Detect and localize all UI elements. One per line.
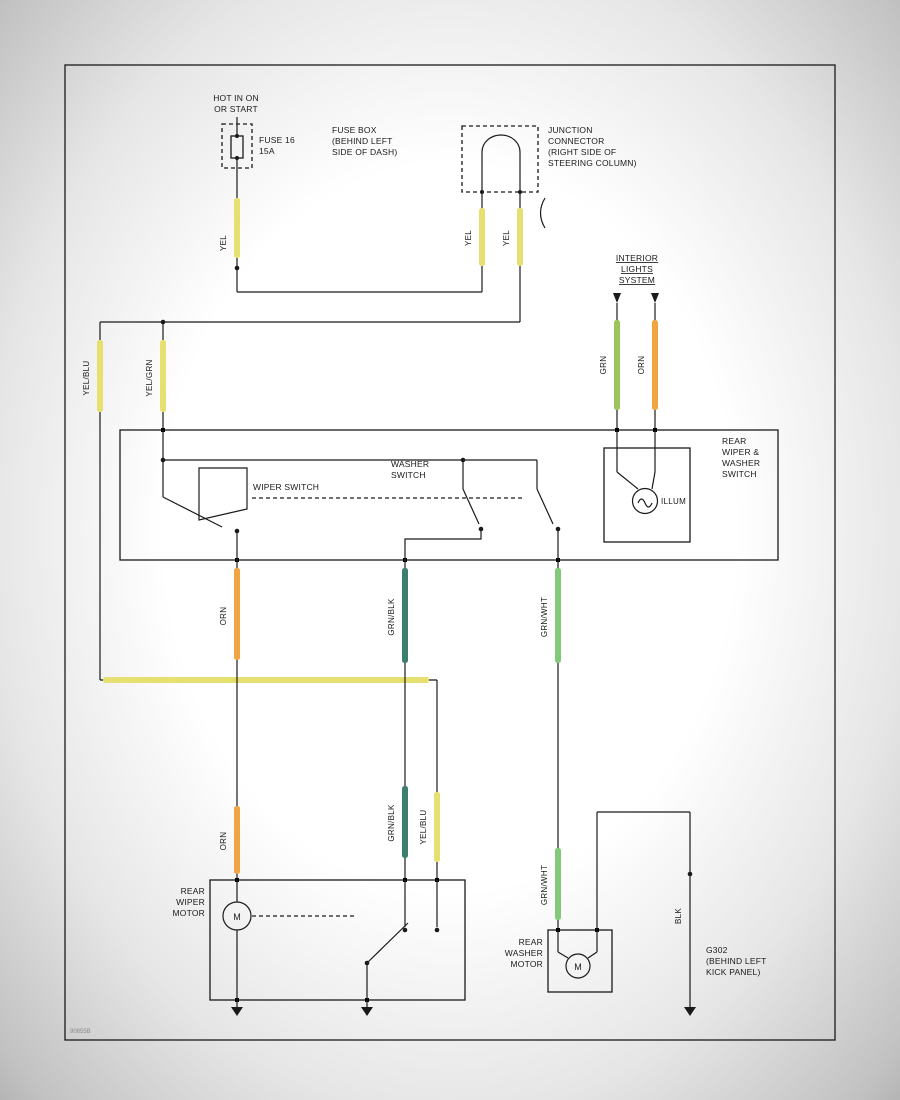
park-switch-arm	[366, 922, 409, 964]
junction-label-line2: CONNECTOR	[548, 136, 604, 146]
wire-seg-grnblk-1	[402, 568, 408, 663]
wiper-motor-label-line3: MOTOR	[173, 908, 205, 918]
washer-switch-label-line1: WASHER	[391, 459, 429, 469]
wire-seg-yelblu-trunk	[97, 340, 103, 412]
system-arrow-icon-left	[613, 293, 621, 303]
rear-switch-label-line4: SWITCH	[722, 469, 757, 479]
interior-lights-label-line2: LIGHTS	[621, 264, 653, 274]
wire-label-grn-illum: GRN	[599, 356, 608, 375]
washer-switch-arm-2	[536, 488, 554, 525]
washer-motor-icon	[565, 953, 591, 979]
wire-seg-yelgrn-switch	[160, 340, 166, 412]
wiper-switch-label: WIPER SWITCH	[253, 482, 319, 492]
illum-bulb-icon	[631, 487, 659, 515]
wire-label-yelblu-motor: YEL/BLU	[419, 809, 428, 844]
rear-wiper-motor: M REAR WIPER MOTOR	[173, 878, 466, 1016]
rear-switch-label-line2: WIPER &	[722, 447, 759, 457]
wire-seg-yel-junction-right	[517, 208, 523, 266]
ground-label-line1: G302	[706, 945, 728, 955]
ground-icon-wiper-2	[361, 1007, 373, 1016]
feed-distribution: YEL/BLU YEL/BLU YEL/GRN	[82, 319, 520, 880]
wire-seg-yelblu-motor	[434, 792, 440, 862]
junction-loop	[481, 134, 521, 153]
washer-motor-outline	[547, 929, 613, 993]
ground-icon-wiper-1	[231, 1007, 243, 1016]
interior-lights-label-line1: INTERIOR	[616, 253, 658, 263]
wire-label-grnwht-1: GRN/WHT	[540, 597, 549, 637]
wire-label-orn-1: ORN	[219, 607, 228, 626]
wiper-motor-label-line1: REAR	[181, 886, 205, 896]
washer-switch-label-line2: SWITCH	[391, 470, 426, 480]
junction-label-line1: JUNCTION	[548, 125, 593, 135]
ground-icon-g302	[684, 1007, 696, 1016]
hot-label-line1: HOT IN ON	[213, 93, 259, 103]
wire-label-yel-junction-left: YEL	[464, 230, 473, 246]
hot-label-line2: OR START	[214, 104, 258, 114]
washer-motor-label-line2: WASHER	[505, 948, 543, 958]
wiper-switch-arm	[162, 496, 223, 528]
illum-label: ILLUM	[661, 497, 686, 506]
wire-label-yelblu-trunk: YEL/BLU	[82, 360, 91, 395]
wire-label-grnblk-2: GRN/BLK	[387, 804, 396, 842]
wire-seg-grnwht-2	[555, 848, 561, 920]
junction-outline	[461, 125, 539, 193]
rear-switch-label-line3: WASHER	[722, 458, 760, 468]
wire-label-grnwht-2: GRN/WHT	[540, 865, 549, 905]
wire-seg-grn-illum	[614, 320, 620, 410]
junction-connector: JUNCTION CONNECTOR (RIGHT SIDE OF STEERI…	[461, 125, 637, 322]
wire-label-orn-2: ORN	[219, 832, 228, 851]
ground-path: BLK G302 (BEHIND LEFT KICK PANEL)	[596, 811, 767, 1016]
wire-label-orn-illum: ORN	[637, 356, 646, 375]
wiper-switch-detent	[198, 467, 248, 521]
fuse-label-line1: FUSE 16	[259, 135, 295, 145]
wire-seg-orn-illum	[652, 320, 658, 410]
wire-label-yel-fuse: YEL	[219, 235, 228, 251]
washer-motor-m: M	[574, 962, 582, 972]
illum-box-outline	[603, 447, 691, 543]
ground-label-line2: (BEHIND LEFT	[706, 956, 767, 966]
fuse-box-label-line2: (BEHIND LEFT	[332, 136, 393, 146]
illum-filament	[637, 498, 653, 508]
fuse-label-line2: 15A	[259, 146, 275, 156]
wire-label-yel-junction-right: YEL	[502, 230, 511, 246]
washer-switch-arm-1	[462, 488, 480, 525]
wiper-motor-label-line2: WIPER	[176, 897, 205, 907]
washer-motor-label-line1: REAR	[519, 937, 543, 947]
ground-label-line3: KICK PANEL)	[706, 967, 760, 977]
wire-seg-grnwht-1	[555, 568, 561, 663]
fuse-box-label-line3: SIDE OF DASH)	[332, 147, 397, 157]
wire-seg-yel-junction-left	[479, 208, 485, 266]
fuse-feed-wire: YEL	[219, 196, 482, 293]
wire-seg-yel-fuse	[234, 198, 240, 258]
system-arrow-icon-right	[651, 293, 659, 303]
wire-seg-orn-2	[234, 806, 240, 874]
wire-label-grnblk-1: GRN/BLK	[387, 598, 396, 636]
wire-label-yelgrn-switch: YEL/GRN	[145, 359, 154, 396]
wire-seg-orn-1	[234, 568, 240, 660]
wire-seg-grnblk-2	[402, 786, 408, 858]
fuse-box-label-line1: FUSE BOX	[332, 125, 377, 135]
rear-washer-motor: M REAR WASHER MOTOR	[505, 928, 613, 993]
interior-lights-label-line3: SYSTEM	[619, 275, 655, 285]
wire-seg-yelblu-horizontal	[103, 677, 429, 683]
connector-bracket	[539, 197, 546, 229]
fuse-icon	[230, 135, 244, 159]
wiper-motor-outline	[209, 879, 466, 1001]
interior-lights-system: INTERIOR LIGHTS SYSTEM GRN ORN	[599, 253, 659, 430]
diagram-code: 90855B	[70, 1029, 91, 1035]
rear-wiper-washer-switch: WIPER SWITCH WASHER SWITCH ILLUM REAR WI…	[119, 428, 779, 562]
switch-box-outline	[119, 429, 779, 561]
switch-output-wires: ORN ORN GRN/BLK GRN/BLK GRN/WHT GRN/WHT	[219, 560, 561, 930]
power-source: HOT IN ON OR START FUSE 16 15A FUSE BOX …	[213, 93, 397, 196]
fuse-box-outline	[221, 123, 253, 169]
junction-label-line3: (RIGHT SIDE OF	[548, 147, 616, 157]
wiper-motor-m: M	[233, 912, 241, 922]
rear-switch-label-line1: REAR	[722, 436, 746, 446]
diagram-frame	[64, 64, 836, 1041]
wire-label-blk: BLK	[674, 908, 683, 924]
washer-motor-label-line3: MOTOR	[511, 959, 543, 969]
junction-label-line4: STEERING COLUMN)	[548, 158, 637, 168]
